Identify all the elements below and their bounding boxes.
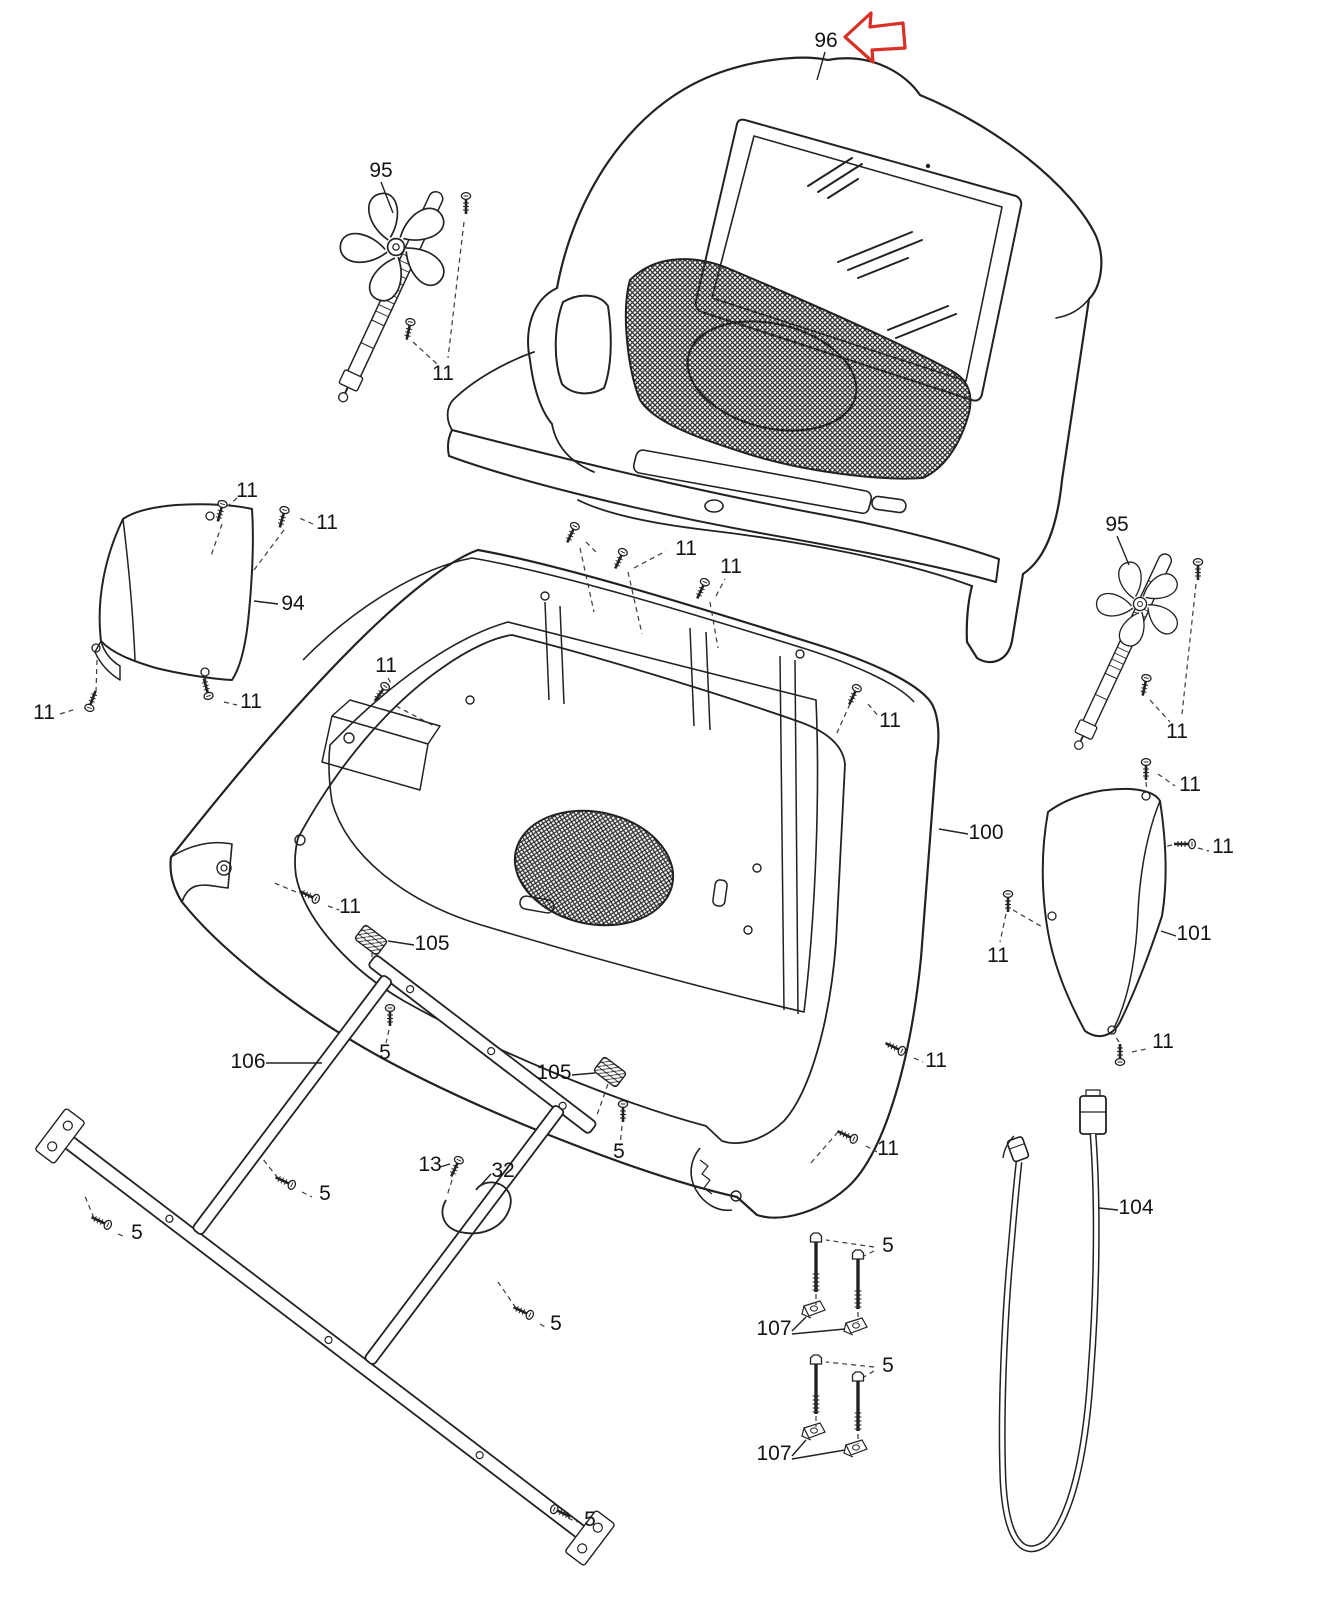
part-label-11: 11 (375, 654, 397, 677)
part-label-11: 11 (1166, 720, 1188, 743)
screw-11-icon (1002, 889, 1014, 914)
screw-11-icon (1136, 672, 1153, 698)
part-label-11: 11 (316, 511, 338, 534)
screw-11-icon (843, 681, 864, 708)
isolator-foot (801, 1300, 826, 1319)
part-label-5: 5 (131, 1221, 143, 1244)
part-label-107: 107 (756, 1317, 791, 1340)
part-label-11: 11 (236, 479, 258, 502)
screw-11-icon (561, 519, 582, 546)
part-label-105: 105 (536, 1061, 571, 1084)
part-107-isolators-bottom (801, 1353, 868, 1458)
part-100-console-base (169, 548, 940, 1219)
part-label-11: 11 (1152, 1030, 1174, 1053)
screw-11-icon (198, 676, 216, 702)
bolt-icon (808, 1231, 824, 1294)
part-label-5: 5 (319, 1182, 331, 1205)
screw-11-icon (834, 1125, 861, 1146)
screw-11-icon (369, 679, 393, 706)
part-label-5: 5 (882, 1234, 894, 1257)
part-label-11: 11 (675, 537, 697, 560)
bolt-icon (808, 1353, 824, 1416)
screw-5-icon (384, 1003, 396, 1028)
part-label-5: 5 (379, 1041, 391, 1064)
part-label-11: 11 (339, 895, 361, 918)
part-95-fan-left (331, 187, 449, 407)
part-32-wire (441, 1153, 512, 1235)
part-label-5: 5 (550, 1312, 562, 1335)
screw-11-icon (882, 1037, 909, 1058)
screw-5-icon (272, 1171, 299, 1192)
screw-11-icon (691, 575, 712, 602)
part-label-5: 5 (613, 1140, 625, 1163)
screw-11-icon (274, 504, 292, 530)
part-label-11: 11 (925, 1049, 947, 1072)
part-label-11: 11 (33, 701, 55, 724)
part-label-5: 5 (882, 1354, 894, 1377)
screw-11-icon (296, 885, 323, 906)
bolt-icon (850, 1370, 866, 1433)
leader-lines (253, 51, 1177, 1460)
part-label-11: 11 (432, 362, 454, 385)
screw-11-icon (212, 498, 230, 524)
screw-13-icon (445, 1153, 466, 1180)
part-label-32: 32 (491, 1159, 514, 1182)
part-label-105: 105 (414, 932, 449, 955)
screw-11-icon (609, 545, 630, 572)
part-label-107: 107 (756, 1442, 791, 1465)
part-label-11: 11 (877, 1137, 899, 1160)
part-label-95-left: 95 (369, 159, 392, 182)
screw-11-icon (400, 316, 417, 342)
part-label-5: 5 (584, 1508, 596, 1531)
part-label-11: 11 (1179, 773, 1201, 796)
part-95-fan-right (1067, 549, 1181, 754)
part-107-isolators-top (801, 1231, 868, 1336)
part-label-94: 94 (281, 592, 305, 615)
screw-11-icon (1172, 838, 1197, 850)
part-label-96: 96 (814, 29, 837, 52)
isolator-foot (801, 1422, 826, 1441)
part-label-100: 100 (968, 821, 1003, 844)
screw-11-icon (1192, 557, 1204, 582)
part-105-clamp-2 (592, 1055, 628, 1089)
part-96-console (446, 56, 1103, 664)
screw-11-icon (460, 191, 472, 216)
part-label-11: 11 (1212, 835, 1234, 858)
dashed-assembly-lines (59, 221, 1210, 1523)
part-label-104: 104 (1118, 1196, 1153, 1219)
part-105-clamp-1 (353, 923, 389, 957)
part-label-11: 11 (879, 709, 901, 732)
part-94-side-cover-left (91, 503, 254, 681)
part-label-101: 101 (1176, 922, 1211, 945)
part-label-106: 106 (230, 1050, 265, 1073)
part-label-95-right: 95 (1105, 513, 1128, 536)
part-label-11: 11 (240, 690, 262, 713)
screw-11-icon (1114, 1042, 1126, 1067)
isolator-foot (843, 1317, 868, 1336)
screw-11-icon (82, 688, 102, 714)
screw-5-icon (617, 1099, 629, 1124)
part-106-frame-rails (33, 923, 628, 1567)
part-label-13: 13 (418, 1153, 441, 1176)
part-label-11: 11 (987, 944, 1009, 967)
bolt-icon (850, 1248, 866, 1311)
screw-11-icon (1140, 757, 1152, 782)
part-101-side-cover-right (1041, 787, 1167, 1038)
highlight-left-arrow-icon (843, 11, 907, 64)
part-104-cable (998, 1089, 1107, 1553)
part-label-11: 11 (720, 555, 742, 578)
isolator-foot (843, 1439, 868, 1458)
part-number-labels: 96 95 11 11 11 94 11 11 11 11 11 11 95 1… (33, 29, 1234, 1531)
